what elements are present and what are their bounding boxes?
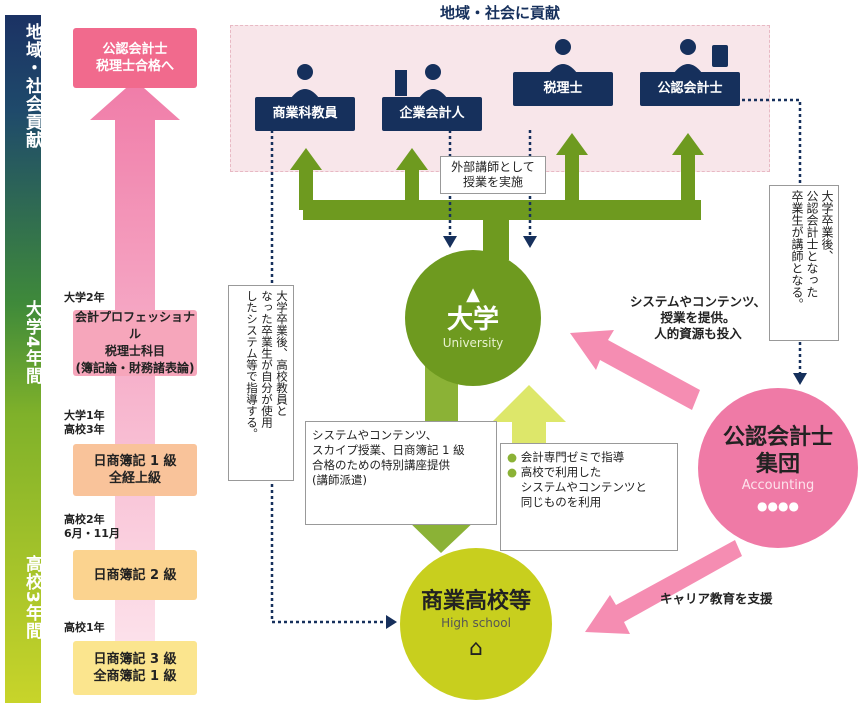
year-label-hs1: 高校1年 <box>64 621 105 634</box>
note-teacher-graduates: 大学卒業後、高校教員と なった卒業生が自分が使用 したシステム等で指導する。 <box>228 285 294 481</box>
arrow-acc-to-hs <box>585 540 742 634</box>
note-cpa-graduates: 大学卒業後、 公認会計士となった 卒業生が講師となる。 <box>769 185 839 341</box>
step-box-uni1: 日商簿記 1 級 全経上級 <box>73 444 197 496</box>
people-group-icon: ●●●● <box>757 498 799 513</box>
year-label-hs2: 高校2年 6月・11月 <box>64 513 120 540</box>
highschool-circle: 商業高校等 High school ⌂ <box>400 548 552 700</box>
step-goal-text: 公認会計士 税理士合格へ <box>95 42 174 74</box>
step-box-uni2: 会計プロフェッショナル 税理士科目 (簿記論・財務諸表論) <box>73 310 197 376</box>
progress-arrow <box>90 80 180 680</box>
accounting-circle: 公認会計士 集団 Accounting ●●●● <box>698 388 858 548</box>
step-box-hs1: 日商簿記 3 級 全商簿記 1 級 <box>73 641 197 695</box>
top-title: 地域・社会に貢献 <box>439 4 560 22</box>
step-text-uni1: 日商簿記 1 級 全経上級 <box>93 454 177 486</box>
university-subtitle: University <box>442 336 504 350</box>
highschool-title: 商業高校等 <box>420 588 531 614</box>
role-corporate-accountant-label: 企業会計人 <box>399 106 465 121</box>
role-tax-accountant: 税理士 <box>513 72 613 106</box>
timeline-bar: 地域・社会貢献 大学4年間 高校3年間 <box>5 15 42 703</box>
university-title: 大学 <box>446 305 499 335</box>
step-goal-box: 公認会計士 税理士合格へ <box>73 28 197 88</box>
year-label-uni2: 大学2年 <box>64 291 105 304</box>
mortarboard-icon: ▲ <box>466 284 480 305</box>
accounting-title: 公認会計士 集団 <box>722 424 833 477</box>
label-university-4yrs: 大学4年間 <box>22 300 42 385</box>
green-arrow-to-roles <box>290 133 704 260</box>
note-special-course: システムやコンテンツ、 スカイプ授業、日商簿記 1 級 合格のための特別講座提供… <box>305 421 497 525</box>
role-commerce-teacher-label: 商業科教員 <box>272 106 338 121</box>
role-commerce-teacher: 商業科教員 <box>255 97 355 131</box>
university-circle: ▲ 大学 University <box>405 250 541 386</box>
step-text-hs1: 日商簿記 3 級 全商簿記 1 級 <box>93 652 177 684</box>
step-text-uni2: 会計プロフェッショナル 税理士科目 (簿記論・財務諸表論) <box>74 310 195 375</box>
label-community: 地域・社会貢献 <box>22 23 42 149</box>
step-box-hs2: 日商簿記 2 級 <box>73 550 197 600</box>
step-text-hs2: 日商簿記 2 級 <box>93 567 177 583</box>
school-building-icon: ⌂ <box>469 635 483 661</box>
role-cpa-label: 公認会計士 <box>657 81 723 96</box>
note-external-lecturer: 外部講師として 授業を実施 <box>440 156 546 194</box>
arrow-acc-to-uni <box>570 330 700 410</box>
seminar-item-2-text: 高校で利用した システムやコンテンツと 同じものを利用 <box>520 465 647 509</box>
role-tax-accountant-label: 税理士 <box>543 81 583 96</box>
role-corporate-accountant: 企業会計人 <box>382 97 482 131</box>
label-provide-resources: システムやコンテンツ、 授業を提供。 人的資源も投入 <box>629 294 767 341</box>
year-label-uni1: 大学1年 高校3年 <box>64 409 105 436</box>
role-cpa: 公認会計士 <box>640 72 740 106</box>
seminar-item-1-text: 会計専門ゼミで指導 <box>520 450 625 464</box>
accounting-subtitle: Accounting <box>741 477 815 493</box>
label-career-support: キャリア教育を支援 <box>660 591 773 606</box>
note-seminar: ● 会計専門ゼミで指導 ● 高校で利用した システムやコンテンツと 同じものを利… <box>500 443 678 551</box>
label-highschool-3yrs: 高校3年間 <box>22 555 42 640</box>
highschool-subtitle: High school <box>441 615 511 630</box>
seminar-item-1: ● 会計専門ゼミで指導 <box>507 450 625 464</box>
seminar-item-2: ● 高校で利用した システムやコンテンツと 同じものを利用 <box>507 465 647 509</box>
